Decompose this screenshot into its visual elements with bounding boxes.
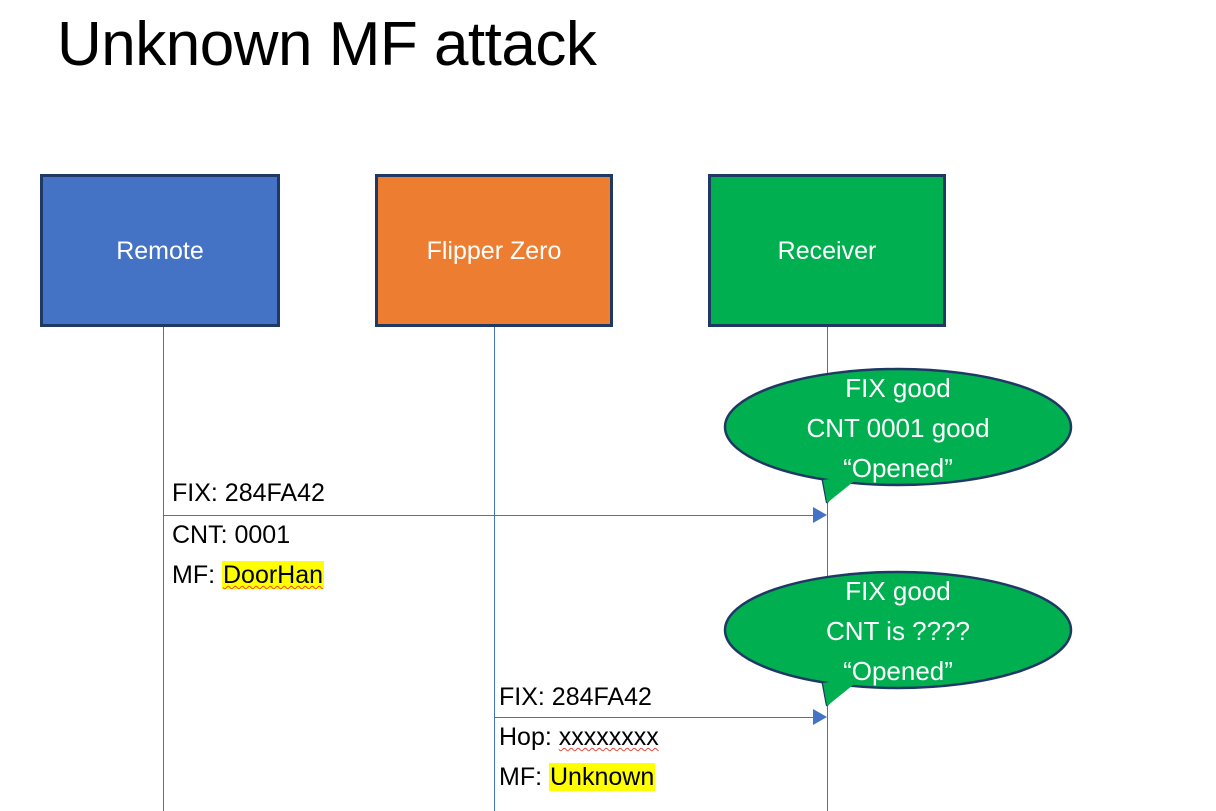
message-1-line-1: FIX: 284FA42 — [172, 473, 325, 513]
message-2-line-1-value: 284FA42 — [551, 683, 652, 711]
message-arrow-line-1 — [163, 515, 814, 516]
page-title: Unknown MF attack — [57, 10, 597, 79]
actor-box-flipper-zero[interactable]: Flipper Zero — [375, 174, 613, 327]
actor-box-receiver[interactable]: Receiver — [708, 174, 946, 327]
message-2-line-2: Hop: xxxxxxxx — [499, 717, 659, 757]
lifeline-flipper — [494, 327, 495, 811]
message-1-line-1-value: 284FA42 — [224, 479, 325, 507]
callout-receiver-1[interactable]: FIX good CNT 0001 good “Opened” — [723, 362, 1073, 517]
message-2-line-3-label: MF: — [499, 763, 549, 791]
message-2-line-2-value: xxxxxxxx — [558, 723, 659, 751]
lifeline-remote — [163, 327, 164, 811]
callout-receiver-2[interactable]: FIX good CNT is ???? “Opened” — [723, 565, 1073, 720]
message-2-line-1-label: FIX: — [499, 683, 552, 711]
message-2-line-3: MF: Unknown — [499, 757, 656, 797]
message-1-line-3: MF: DoorHan — [172, 555, 325, 595]
message-2-line-1: FIX: 284FA42 — [499, 677, 652, 717]
message-1-line-3-value: DoorHan — [222, 561, 325, 589]
message-1-line-2-value: 0001 — [234, 521, 291, 549]
message-arrow-head-1 — [813, 507, 827, 523]
message-1-line-2-label: CNT: — [172, 521, 235, 549]
actor-label-remote: Remote — [116, 236, 204, 265]
callout-bubble-1-shape — [723, 367, 1073, 504]
message-1-line-3-label: MF: — [172, 561, 222, 589]
message-2-line-3-value: Unknown — [549, 763, 656, 791]
actor-box-remote[interactable]: Remote — [40, 174, 280, 327]
actor-label-flipper-zero: Flipper Zero — [426, 236, 562, 265]
lifeline-receiver — [827, 327, 828, 811]
callout-bubble-2-shape — [723, 570, 1073, 707]
message-arrow-head-2 — [813, 709, 827, 725]
message-1-line-2: CNT: 0001 — [172, 515, 290, 555]
actor-label-receiver: Receiver — [777, 236, 877, 265]
message-1-line-1-label: FIX: — [172, 479, 225, 507]
message-2-line-2-label: Hop: — [499, 723, 559, 751]
message-arrow-line-2 — [494, 717, 814, 718]
